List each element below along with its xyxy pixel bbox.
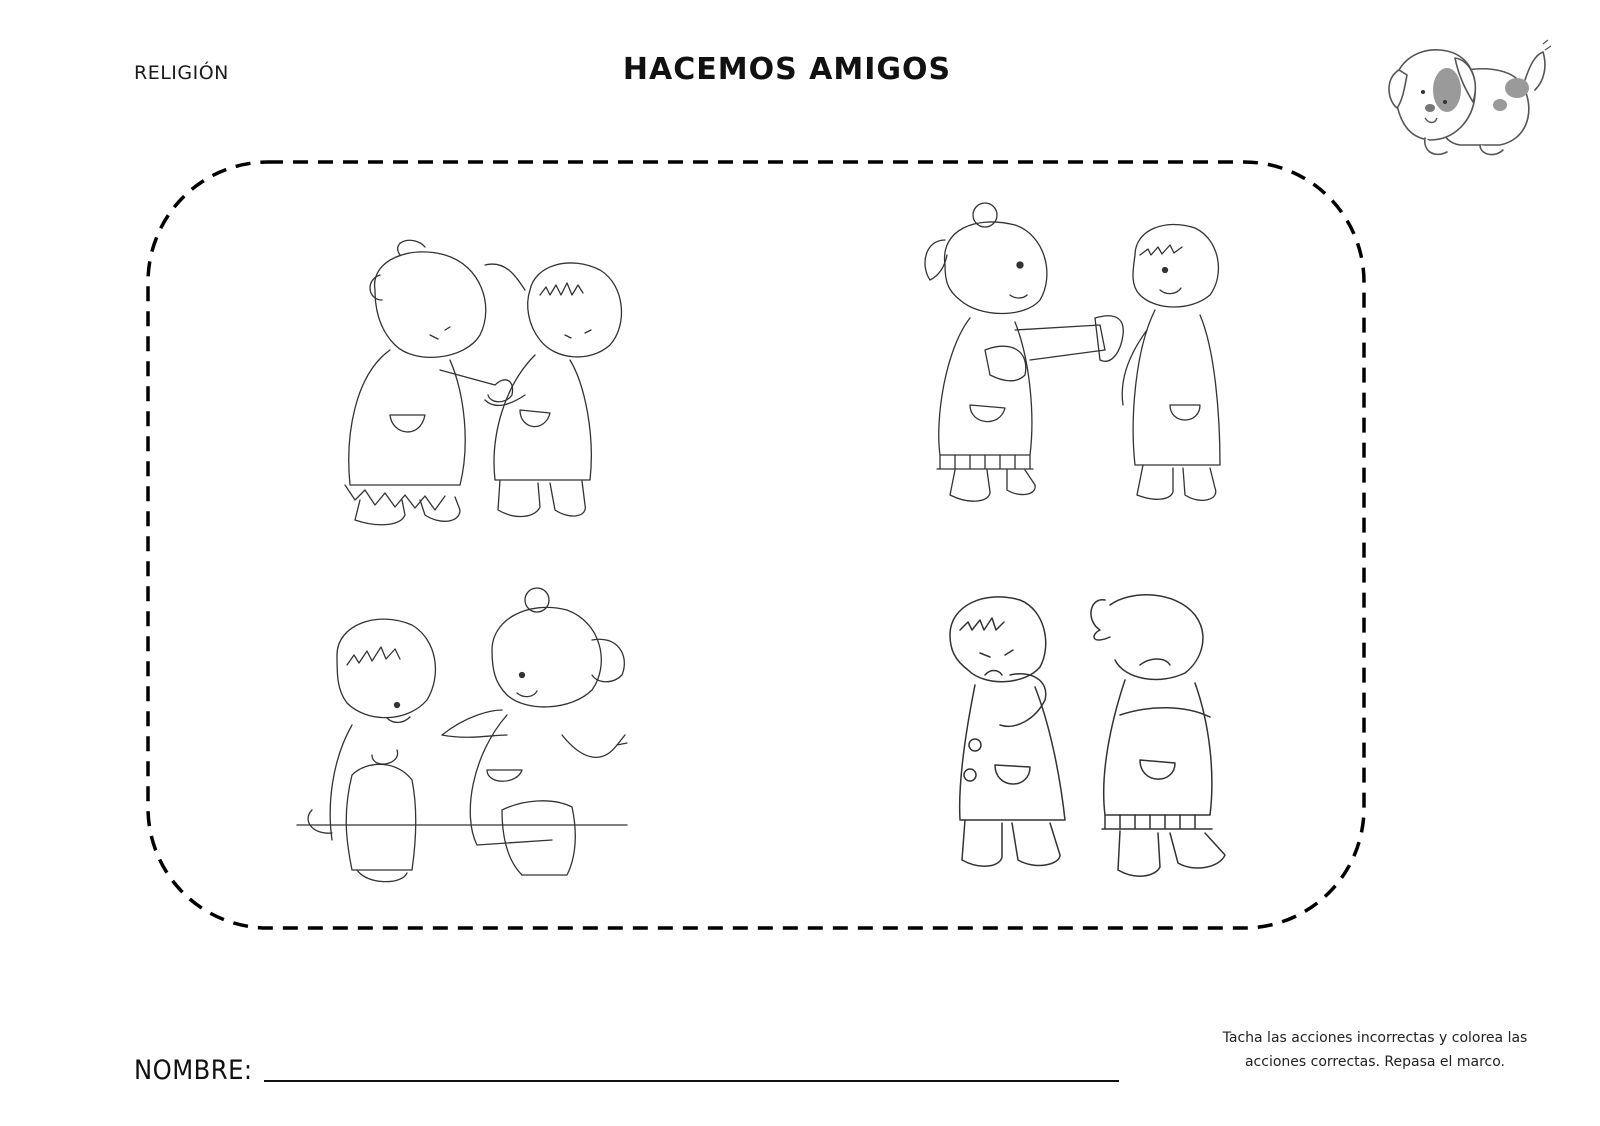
illustration-sharing[interactable]: [915, 200, 1235, 515]
illustration-sitting-together[interactable]: [292, 585, 642, 890]
puppy-icon: [1388, 39, 1552, 156]
instructions-line-2: acciones correctas. Repasa el marco.: [1244, 1054, 1506, 1070]
illustration-angry-apart[interactable]: [940, 575, 1240, 885]
name-label: NOMBRE:: [134, 1055, 253, 1086]
name-field[interactable]: NOMBRE:: [134, 1054, 1119, 1086]
dashed-frame[interactable]: [146, 160, 1402, 952]
name-input-line[interactable]: [263, 1054, 1119, 1082]
illustration-fighting[interactable]: [320, 235, 650, 530]
worksheet-title: HACEMOS AMIGOS: [622, 52, 952, 87]
subject-label: RELIGIÓN: [134, 62, 229, 84]
instructions-line-1: Tacha las acciones incorrectas y colorea…: [1222, 1030, 1528, 1046]
instructions: Tacha las acciones incorrectas y colorea…: [1205, 1026, 1545, 1074]
